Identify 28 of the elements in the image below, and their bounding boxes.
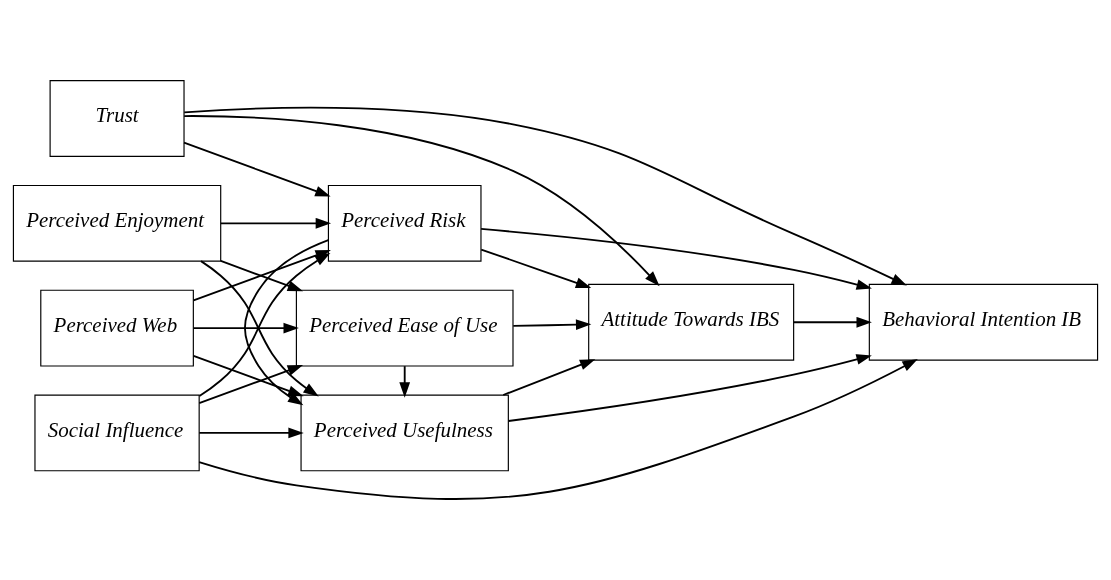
arrow bbox=[200, 260, 319, 397]
arrow bbox=[502, 359, 596, 396]
arrow bbox=[183, 115, 660, 287]
arrow bbox=[480, 228, 872, 290]
node-box: Perceived Web bbox=[40, 289, 194, 367]
arrow bbox=[792, 316, 872, 328]
arrow bbox=[183, 141, 331, 197]
node-box: Perceived Risk bbox=[327, 184, 482, 262]
arrow bbox=[219, 260, 304, 292]
arrow bbox=[198, 359, 918, 500]
arrow bbox=[198, 252, 331, 397]
arrow bbox=[507, 354, 872, 422]
arrow bbox=[192, 354, 304, 397]
node-box: Attitude Towards IBS bbox=[588, 283, 795, 361]
node-box: Social Influence bbox=[34, 394, 200, 472]
node-box: Behavioral Intention IB bbox=[868, 283, 1099, 361]
arrow bbox=[399, 365, 411, 398]
arrow bbox=[480, 248, 592, 288]
arrow bbox=[219, 217, 332, 229]
arrow bbox=[192, 322, 299, 334]
arrow bbox=[198, 427, 304, 439]
node-box: Perceived Usefulness bbox=[300, 394, 509, 472]
arrow bbox=[183, 106, 907, 286]
node-box: Trust bbox=[49, 80, 185, 157]
node-box: Perceived Ease of Use bbox=[295, 289, 514, 367]
arrow bbox=[512, 319, 592, 330]
node-box: Perceived Enjoyment bbox=[12, 184, 222, 262]
arrow bbox=[198, 365, 304, 405]
